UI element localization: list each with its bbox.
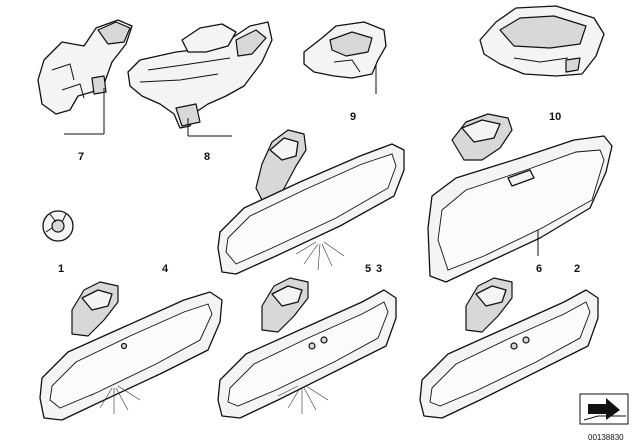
callout-2: 2 bbox=[574, 263, 580, 275]
callout-5: 5 bbox=[365, 263, 371, 275]
arrow-icon bbox=[579, 393, 629, 425]
callout-9: 9 bbox=[350, 111, 356, 123]
part-10-sensor-cover bbox=[479, 5, 605, 77]
callout-7: 7 bbox=[78, 151, 84, 163]
part-9-clip bbox=[303, 21, 387, 94]
callout-8: 8 bbox=[204, 151, 210, 163]
part-8-base-cover bbox=[127, 21, 273, 137]
light-burst-top bbox=[295, 241, 345, 271]
callout-6: 6 bbox=[536, 263, 542, 275]
mirror-bottom-center bbox=[217, 277, 397, 419]
callout-3: 3 bbox=[376, 263, 382, 275]
callout-4: 4 bbox=[162, 263, 169, 275]
callout-1: 1 bbox=[58, 263, 64, 275]
diagram-code: 00138830 bbox=[588, 433, 624, 442]
callout-10: 10 bbox=[549, 111, 561, 123]
mirror-top-right bbox=[427, 113, 613, 283]
mirror-bottom-left bbox=[39, 281, 223, 421]
mirror-bottom-right bbox=[419, 277, 599, 419]
part-1-clip bbox=[42, 210, 74, 242]
light-burst-bottom-left bbox=[89, 385, 141, 414]
part-7-trim-cover bbox=[37, 19, 133, 135]
callout-labels: 7 8 9 10 1 4 5 3 6 2 bbox=[58, 111, 580, 275]
mirror-top-center bbox=[217, 129, 405, 275]
light-burst-bottom-center bbox=[277, 385, 329, 414]
